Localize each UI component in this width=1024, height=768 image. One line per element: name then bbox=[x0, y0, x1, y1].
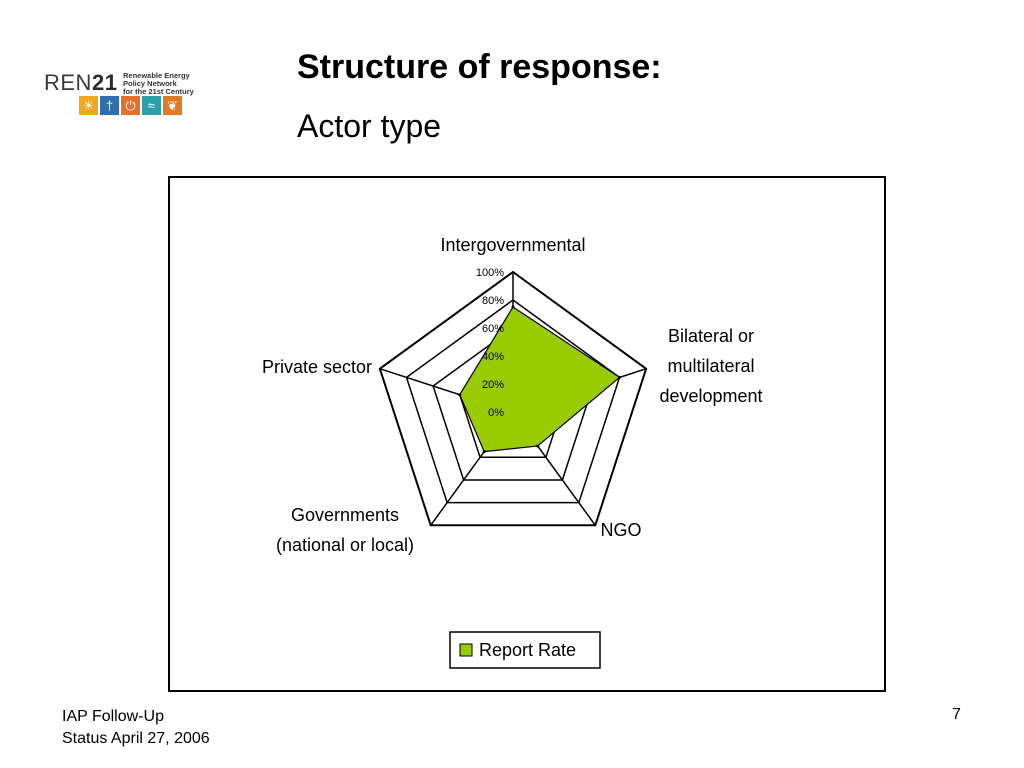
legend-swatch bbox=[459, 643, 473, 657]
series-area bbox=[459, 306, 621, 453]
category-label: (national or local) bbox=[276, 535, 414, 555]
data-point bbox=[511, 305, 515, 309]
data-point bbox=[458, 393, 462, 397]
page-number: 7 bbox=[952, 706, 961, 723]
grid-ring bbox=[405, 299, 621, 504]
logo-wordmark: REN21 bbox=[44, 70, 118, 95]
tick-label: 40% bbox=[482, 351, 504, 363]
category-label: development bbox=[659, 386, 762, 406]
logo-tiles: ☀†⏻≈❦ bbox=[79, 96, 182, 115]
tick-label: 100% bbox=[476, 267, 504, 279]
tick-label: 20% bbox=[482, 379, 504, 391]
ren21-logo: REN21 Renewable Energy Policy Network fo… bbox=[44, 68, 204, 120]
category-label: Governments bbox=[291, 505, 399, 525]
data-point bbox=[618, 375, 622, 379]
power-icon: ⏻ bbox=[121, 96, 140, 115]
tick-label: 0% bbox=[488, 407, 504, 419]
leaf-icon: ❦ bbox=[163, 96, 182, 115]
category-label: multilateral bbox=[667, 356, 754, 376]
tick-label: 80% bbox=[482, 295, 504, 307]
tick-label: 60% bbox=[482, 323, 504, 335]
footer-line-2: Status April 27, 2006 bbox=[62, 730, 210, 747]
sun-icon: ☀ bbox=[79, 96, 98, 115]
slide-title: Structure of response: bbox=[297, 48, 662, 86]
data-point bbox=[482, 450, 486, 454]
water-waves-icon: ≈ bbox=[142, 96, 161, 115]
legend-box bbox=[449, 631, 601, 669]
grid-ring bbox=[378, 270, 648, 527]
category-label: Bilateral or bbox=[668, 326, 754, 346]
category-label: Private sector bbox=[262, 357, 372, 377]
logo-tagline: Renewable Energy Policy Network for the … bbox=[123, 71, 194, 96]
footer: IAP Follow-Up Status April 27, 2006 bbox=[62, 706, 210, 750]
data-point bbox=[536, 444, 540, 448]
category-label: NGO bbox=[600, 520, 641, 540]
footer-line-1: IAP Follow-Up bbox=[62, 708, 164, 725]
category-label: Intergovernmental bbox=[440, 235, 585, 255]
slide-subtitle: Actor type bbox=[297, 108, 442, 144]
legend-label: Report Rate bbox=[479, 640, 576, 660]
radar-chart-svg: 0% 20% 40% 60% 80% 100% IntergovernmentalBilat… bbox=[262, 235, 763, 669]
wind-turbine-icon: † bbox=[100, 96, 119, 115]
